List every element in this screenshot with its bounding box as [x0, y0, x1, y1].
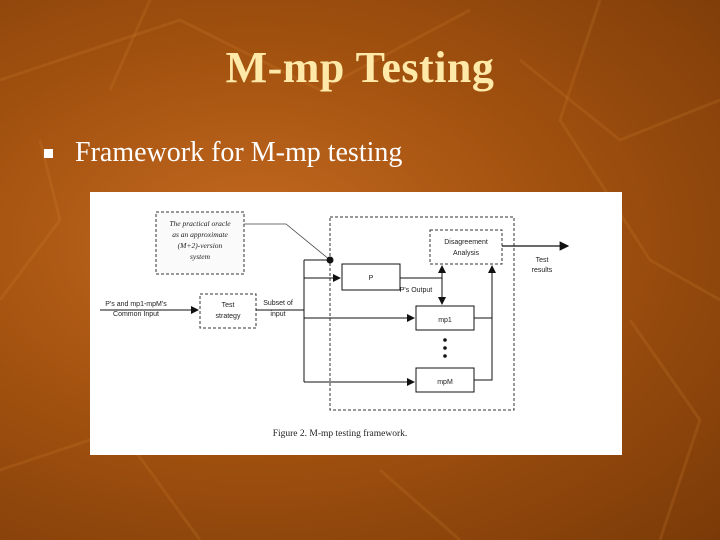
oracle-line-1: The practical oracle — [169, 219, 231, 228]
square-bullet-icon — [44, 148, 53, 158]
common-input-label-2: Common Input — [113, 311, 159, 318]
test-results-label-1: Test — [536, 257, 549, 264]
common-input-label-1: P's and mp1-mpM's — [105, 301, 167, 308]
figure-caption: Figure 2. M-mp testing framework. — [273, 428, 408, 439]
program-p-label: P — [369, 275, 374, 282]
test-results-label-2: results — [532, 267, 553, 274]
mp1-box — [415, 305, 475, 331]
p-output-label: P's Output — [400, 287, 433, 294]
disagreement-label-1: Disagreement — [444, 239, 488, 246]
subset-label-1: Subset of — [263, 300, 293, 307]
mp1-label: mp1 — [438, 317, 452, 324]
oracle-line-4: system — [190, 252, 211, 261]
ellipsis-dot — [443, 338, 447, 342]
mpm-label: mpM — [437, 379, 453, 386]
ellipsis-dot — [443, 346, 447, 350]
disagreement-label-2: Analysis — [453, 250, 480, 257]
slide-title: M-mp Testing — [225, 43, 495, 92]
ellipsis-dot — [443, 354, 447, 358]
bullet-item: Framework for M-mp testing — [44, 136, 402, 170]
bullet-text: Framework for M-mp testing — [75, 137, 403, 168]
test-strategy-box — [199, 293, 257, 329]
disagreement-box — [429, 229, 503, 265]
program-p-box — [341, 263, 401, 291]
system-boundary — [329, 216, 515, 411]
framework-diagram: The practical oracle as an approximate (… — [100, 211, 570, 439]
test-strategy-label-2: strategy — [216, 313, 241, 320]
mpm-feedback — [474, 318, 493, 381]
framework-figure: The practical oracle as an approximate (… — [90, 192, 622, 455]
oracle-pointer-line — [244, 223, 331, 261]
mpm-box — [415, 367, 475, 393]
mp1-feedback — [474, 265, 496, 319]
subset-label-2: input — [270, 311, 285, 318]
test-strategy-label-1: Test — [222, 302, 235, 309]
oracle-line-3: (M+2)-version — [178, 241, 223, 250]
oracle-box — [155, 211, 245, 275]
oracle-line-2: as an approximate — [172, 230, 228, 239]
